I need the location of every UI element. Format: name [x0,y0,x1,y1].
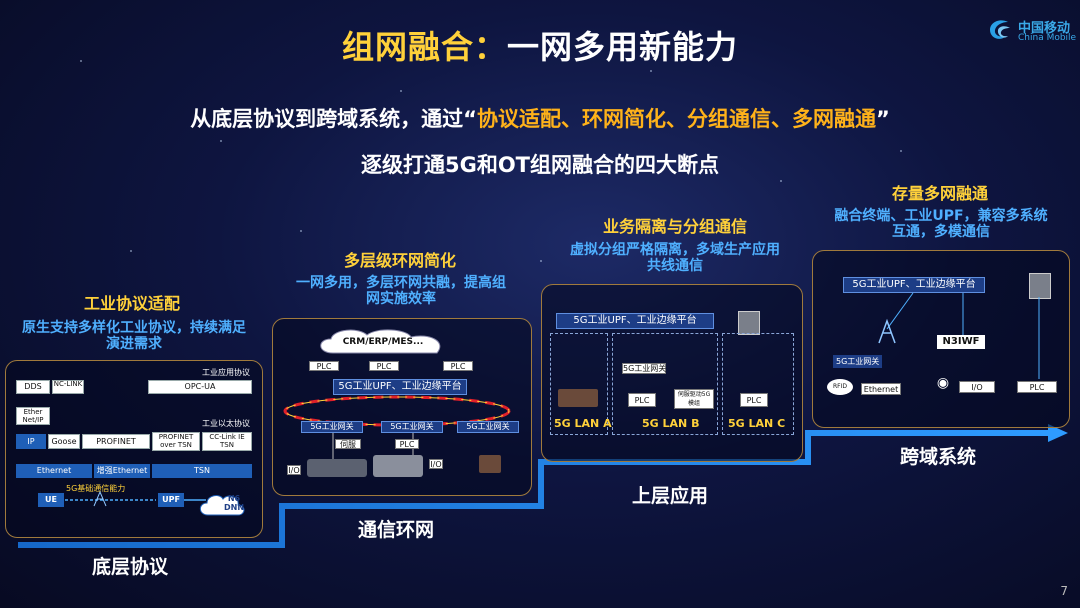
sec1-dds: DDS [16,380,50,394]
sec4-plc: PLC [1017,381,1057,393]
sec2-machine-icon [373,455,423,477]
sec2-plc-1: PLC [309,361,339,371]
sec1-upf: UPF [158,493,184,507]
sec1-goose: Goose [48,434,80,449]
sec2-desc: 一网多用，多层环网共融，提高组网实施效率 [296,275,506,307]
sec3-lan-c: 5G LAN C [728,417,786,430]
subtitle-line1: 从底层协议到跨域系统，通过“协议适配、环网简化、分组通信、多网融通” [0,103,1080,133]
sec2-plc-2: PLC [369,361,399,371]
sec3-lan-a-frame [550,333,608,435]
sec3-heading: 业务隔离与分组通信 [602,217,747,236]
sec3-lan-c-frame [722,333,794,435]
sec1-cclink: CC-Link IE TSN [202,432,252,451]
logo-text-en: China Mobile [1018,33,1077,43]
sec2-io-1: I/O [287,465,301,475]
sec1-eth-label: 工业以太协议 [202,419,250,428]
sec1-capability-label: 5G基础通信能力 [66,484,126,493]
sec3-lan-b-frame [612,333,718,435]
sec2-cloud-icon [320,329,441,354]
sec1-dnn: N6 DNN [223,494,245,512]
sec3-lan-a: 5G LAN A [554,417,612,430]
sec3-platform: 5G工业UPF、工业边缘平台 [556,313,714,329]
sec4-platform: 5G工业UPF、工业边缘平台 [843,277,985,293]
sec1-panel: 工业应用协议 DDS NC-LINK OPC-UA Ether Net/IP 工… [5,360,263,538]
sec1-app-label: 工业应用协议 [202,368,250,377]
sec1-nclink: NC-LINK [52,380,84,394]
sec1-ethernetip: Ether Net/IP [16,407,50,425]
sec3-module-icon [558,389,598,407]
subtitle1-post: ” [876,107,890,131]
sec4-n3iwf: N3IWF [937,335,985,349]
sec1-ethernet: Ethernet [16,464,92,478]
sec1-ue: UE [38,493,64,507]
sec2-panel: CRM/ERP/MES... PLC PLC PLC 5G工业UPF、工业边缘平… [272,318,532,496]
sec4-wifi-icon: ◉ [936,375,950,391]
sec2-plc-4: PLC [395,439,419,449]
china-mobile-logo: 中国移动 China Mobile [986,14,1076,48]
sec3-server-icon [738,311,760,335]
sec4-desc: 融合终端、工业UPF，兼容多系统互通，多模通信 [834,208,1048,240]
sec2-module-icon [479,455,501,473]
sec4-gateway: 5G工业网关 [833,355,883,368]
sec3-plc-2: PLC [740,393,768,407]
sec2-device-icon [307,459,367,477]
sec1-tsn: TSN [152,464,252,478]
sec3-plc-1: PLC [628,393,656,407]
title-highlight: 组网融合： [341,28,507,66]
sec4-rfid: RFID [827,379,853,395]
sec1-heading: 工业协议适配 [83,294,180,313]
subtitle-line2: 逐级打通5G和OT组网融合的四大断点 [360,153,720,177]
stair-label-upper-app: 上层应用 [632,485,709,507]
sec2-servo: 伺服 [335,439,361,449]
subtitle1-highlight: 协议适配、环网简化、分组通信、多网融通 [477,107,876,131]
china-mobile-logo-icon [990,20,1010,39]
subtitle1-pre: 从底层协议到跨域系统，通过“ [190,107,477,131]
sec4-server-icon [1029,273,1051,299]
page-number: 7 [1060,584,1068,598]
sec2-gateway-2: 5G工业网关 [381,421,443,433]
sec2-gateway-1: 5G工业网关 [301,421,363,433]
page-title: 组网融合：一网多用新能力 [0,22,1080,68]
sec1-profinet: PROFINET [82,434,150,449]
sec2-heading: 多层级环网简化 [343,251,456,270]
sec2-crm: CRM/ERP/MES... [342,337,424,347]
sec3-lan-b: 5G LAN B [642,417,700,430]
sec1-profinet-tsn: PROFINET over TSN [152,432,200,451]
stair-label-cross-domain: 跨域系统 [900,446,977,468]
stair-label-bottom-protocol: 底层协议 [92,556,169,578]
stair-label-ring-network: 通信环网 [358,519,435,541]
sec4-heading: 存量多网融通 [891,184,988,203]
sec4-ethernet: Ethernet [861,383,901,395]
sec1-cloud-icon [199,495,245,516]
sec1-desc: 原生支持多样化工业协议，持续满足演进需求 [22,320,246,352]
sec2-gateway-3: 5G工业网关 [457,421,519,433]
sec2-plc-3: PLC [443,361,473,371]
title-rest: 一网多用新能力 [507,28,739,66]
sec1-ip: IP [16,434,46,449]
sec3-panel: 5G工业UPF、工业边缘平台 5G工业网关 PLC 伺服驱动5G模组 PLC 5… [541,284,803,462]
sec3-gateway: 5G工业网关 [622,363,667,374]
sec3-servo-drive: 伺服驱动5G模组 [674,389,714,409]
sec2-platform: 5G工业UPF、工业边缘平台 [333,379,467,395]
sec2-io-2: I/O [429,459,443,469]
sec4-panel: 5G工业UPF、工业边缘平台 5G工业网关 N3IWF RFID Etherne… [812,250,1070,428]
sec1-enhanced-ethernet: 增强Ethernet [94,464,150,478]
logo-text-cn: 中国移动 [1018,21,1071,36]
sec3-desc: 虚拟分组严格隔离，多域生产应用共线通信 [570,242,780,274]
sec1-opcua: OPC-UA [148,380,252,394]
sec4-io: I/O [959,381,995,393]
